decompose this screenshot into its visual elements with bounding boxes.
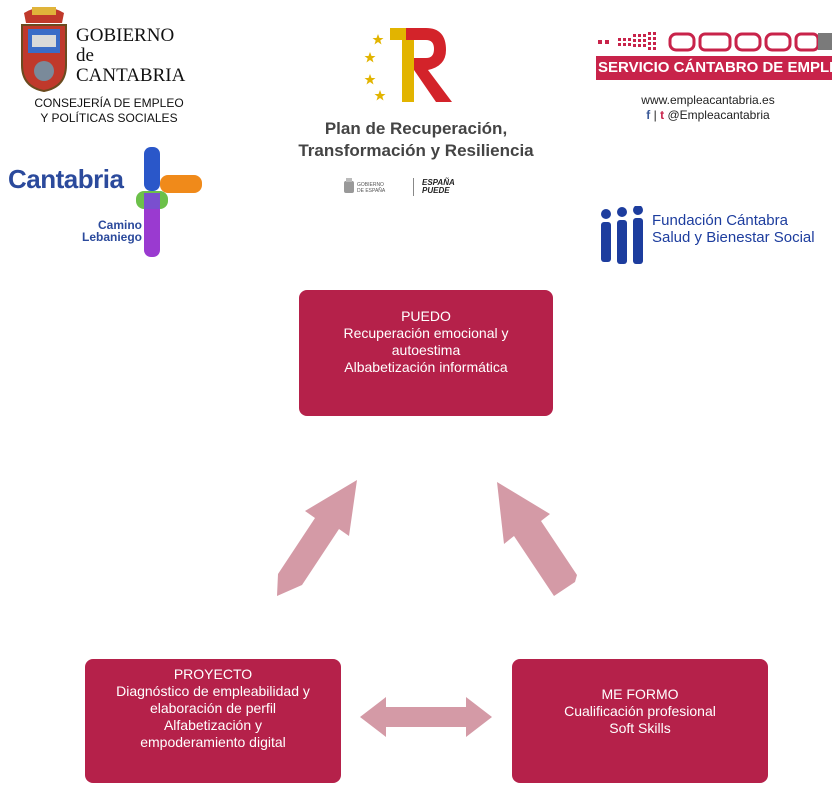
- consejeria-label: CONSEJERÍA DE EMPLEO Y POLÍTICAS SOCIALE…: [12, 96, 206, 126]
- gobierno-espana-mini: GOBIERNO DE ESPAÑA: [357, 182, 385, 194]
- gobierno-line2: de: [76, 45, 94, 66]
- espana-line1: ESPAÑA: [422, 178, 455, 187]
- camino-line1: Camino: [97, 218, 142, 232]
- arrow-puedo-meformo: [497, 482, 577, 596]
- consejeria-line1: CONSEJERÍA DE EMPLEO: [34, 96, 184, 110]
- cantabria-coat-of-arms-icon: [21, 7, 67, 93]
- gov-mini-line1: GOBIERNO: [357, 182, 384, 188]
- puedo-item-2: Albabetización informática: [344, 359, 508, 375]
- espana-puede-logo: ESPAÑA PUEDE: [422, 179, 455, 195]
- proyecto-item-2b: empoderamiento digital: [140, 734, 286, 750]
- me-formo-title: ME FORMO: [601, 686, 679, 702]
- gov-mini-line2: DE ESPAÑA: [357, 188, 386, 194]
- stage-me-formo-box: ME FORMO Cualificación profesional Soft …: [512, 659, 768, 783]
- gobierno-cantabria-name: GOBIERNO de CANTABRIA: [76, 26, 185, 86]
- twitter-icon[interactable]: t: [660, 108, 665, 122]
- proyecto-item-1a: Diagnóstico de empleabilidad y: [116, 683, 310, 699]
- puedo-title: PUEDO: [401, 308, 451, 324]
- proyecto-title: PROYECTO: [173, 666, 253, 682]
- plan-recuperacion-logo-icon: [364, 28, 452, 102]
- logo-divider: [413, 178, 414, 196]
- arrow-proyecto-meformo: [360, 697, 492, 737]
- social-handle[interactable]: @Empleacantabria: [667, 108, 770, 122]
- social-separator: |: [653, 108, 657, 122]
- arrow-puedo-proyecto: [277, 480, 357, 596]
- camino-line2: Lebaniego: [81, 230, 142, 244]
- camino-lebaniego-label: Camino Lebaniego: [62, 219, 142, 243]
- proyecto-item-1b: elaboración de perfil: [149, 700, 277, 716]
- gobierno-line3: CANTABRIA: [76, 65, 186, 86]
- plan-line2: Transformación y Resiliencia: [298, 141, 534, 160]
- cantabria-wordmark: Cantabria: [8, 164, 124, 194]
- proyecto-item-2a: Alfabetización y: [163, 717, 263, 733]
- gobierno-line1: GOBIERNO: [76, 25, 175, 46]
- me-formo-item-1: Cualificación profesional: [564, 703, 716, 719]
- facebook-icon[interactable]: f: [646, 108, 651, 122]
- puedo-item-1a: Recuperación emocional y: [343, 325, 509, 341]
- consejeria-line2: Y POLÍTICAS SOCIALES: [40, 111, 178, 125]
- fundacion-logo-icon: [601, 206, 643, 264]
- stage-puedo-box: PUEDO Recuperación emocional y autoestim…: [299, 290, 553, 416]
- espana-line2: PUEDE: [422, 186, 450, 195]
- fundacion-line1: Fundación Cántabra: [652, 212, 788, 229]
- plan-line1: Plan de Recuperación,: [324, 119, 508, 138]
- puedo-item-1b: autoestima: [391, 342, 461, 358]
- stage-proyecto-box: PROYECTO Diagnóstico de empleabilidad y …: [85, 659, 341, 783]
- me-formo-item-2: Soft Skills: [609, 720, 671, 736]
- camino-lebaniego-cross-icon: [136, 147, 202, 257]
- fundacion-name: Fundación Cántabra Salud y Bienestar Soc…: [652, 212, 815, 246]
- fundacion-line2: Salud y Bienestar Social: [652, 229, 815, 246]
- spain-emblem-icon: [344, 178, 354, 193]
- emcan-website[interactable]: www.empleacantabria.es: [641, 93, 775, 107]
- emcan-social: f | t @Empleacantabria: [596, 108, 820, 122]
- emcan-logo-icon: [598, 32, 832, 52]
- emcan-title-bar: SERVICIO CÁNTABRO DE EMPLEO: [596, 56, 832, 80]
- plan-recuperacion-title: Plan de Recuperación, Transformación y R…: [256, 118, 576, 162]
